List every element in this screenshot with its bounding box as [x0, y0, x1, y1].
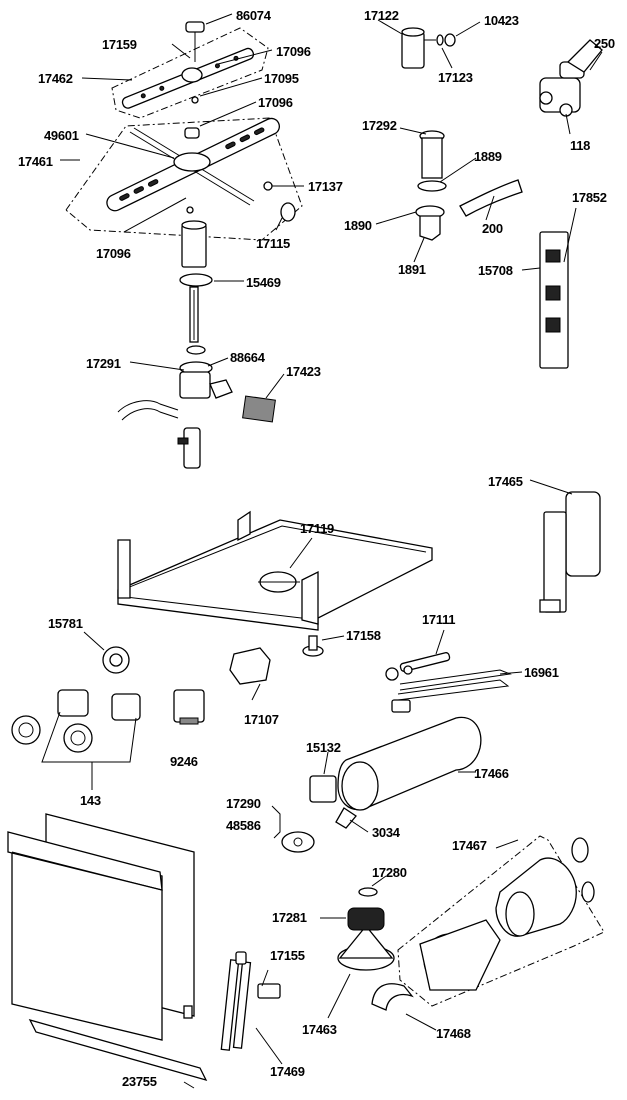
- label-143: 143: [80, 793, 101, 808]
- label-17291: 17291: [86, 356, 121, 371]
- label-1889: 1889: [474, 149, 502, 164]
- label-17292: 17292: [362, 118, 397, 133]
- label-16961: 16961: [524, 665, 559, 680]
- label-17096-upper: 17096: [276, 44, 311, 59]
- label-118: 118: [570, 138, 590, 153]
- label-250: 250: [594, 36, 615, 51]
- label-17123: 17123: [438, 70, 473, 85]
- label-17122: 17122: [364, 8, 399, 23]
- label-17096-lower: 17096: [96, 246, 131, 261]
- fill-valve: [539, 39, 603, 135]
- label-17852: 17852: [572, 190, 607, 205]
- part-number-labels: 86074 17159 17462 17096 17095 17096 4960…: [18, 8, 615, 1089]
- rinse-tank: [529, 479, 601, 613]
- label-17137: 17137: [308, 179, 343, 194]
- label-1890: 1890: [344, 218, 372, 233]
- label-17462: 17462: [38, 71, 73, 86]
- door-assembly: [7, 813, 208, 1089]
- leader-lines-upper-left: [60, 13, 304, 399]
- label-15469: 15469: [246, 275, 281, 290]
- label-17159: 17159: [102, 37, 137, 52]
- label-17095: 17095: [264, 71, 299, 86]
- label-17468: 17468: [436, 1026, 471, 1041]
- label-15708: 15708: [478, 263, 513, 278]
- booster-tank: [271, 716, 482, 853]
- label-15132: 15132: [306, 740, 341, 755]
- label-17423: 17423: [286, 364, 321, 379]
- lower-wash-arm-assembly: [65, 117, 303, 241]
- wash-tube-and-pump: [117, 220, 276, 469]
- label-17096-middle: 17096: [258, 95, 293, 110]
- pressure-switches: [11, 631, 205, 790]
- label-17467: 17467: [452, 838, 487, 853]
- heating-element: [385, 629, 523, 713]
- label-88664: 88664: [230, 350, 266, 365]
- label-15781: 15781: [48, 616, 83, 631]
- label-17115: 17115: [256, 236, 290, 251]
- label-23755: 23755: [122, 1074, 157, 1089]
- drain-pump-small: [229, 647, 271, 701]
- label-17111: 17111: [422, 612, 455, 627]
- label-17463: 17463: [302, 1022, 337, 1037]
- label-49601: 49601: [44, 128, 79, 143]
- label-48586: 48586: [226, 818, 261, 833]
- label-3034: 3034: [372, 825, 401, 840]
- label-17155: 17155: [270, 948, 305, 963]
- label-200: 200: [482, 221, 503, 236]
- label-17107: 17107: [244, 712, 279, 727]
- label-17466: 17466: [474, 766, 509, 781]
- dispenser-parts: [377, 19, 481, 69]
- label-17281: 17281: [272, 910, 307, 925]
- label-1891: 1891: [398, 262, 426, 277]
- door-hinge-assembly: [220, 951, 283, 1065]
- label-86074: 86074: [236, 8, 272, 23]
- label-17119: 17119: [300, 521, 334, 536]
- control-panel-bracket: [521, 207, 577, 369]
- label-17461: 17461: [18, 154, 53, 169]
- label-17158: 17158: [346, 628, 381, 643]
- base-frame: [117, 510, 433, 657]
- label-17465: 17465: [488, 474, 523, 489]
- label-17280: 17280: [372, 865, 407, 880]
- drain-parts: [375, 127, 523, 263]
- label-17469: 17469: [270, 1064, 305, 1079]
- label-9246: 9246: [170, 754, 198, 769]
- wash-pump-motor: [320, 835, 605, 1031]
- label-10423: 10423: [484, 13, 519, 28]
- label-17290: 17290: [226, 796, 261, 811]
